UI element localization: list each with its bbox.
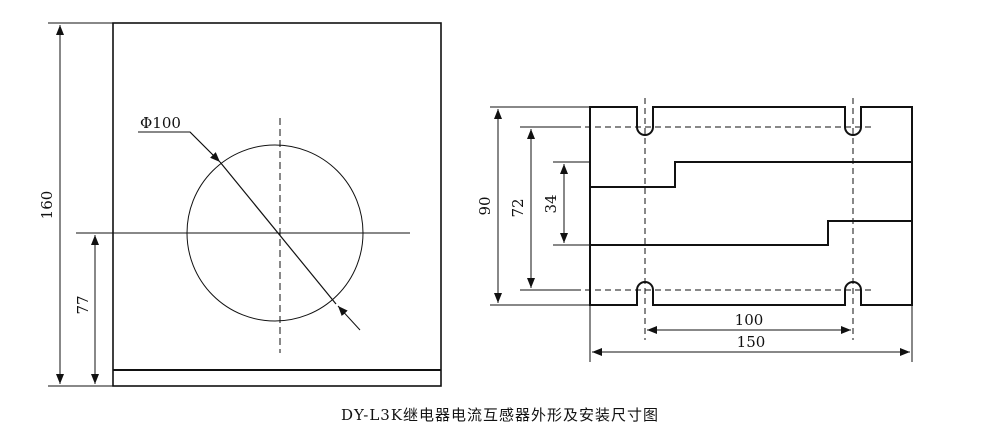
diameter-leader-arrow-top <box>189 131 221 163</box>
diameter-leader-arrow-bottom <box>337 305 361 331</box>
side-slot-spacing-label: 72 <box>509 198 527 217</box>
side-outline <box>589 106 913 306</box>
lower-step-line <box>590 220 912 246</box>
front-center-height-label: 77 <box>74 295 92 314</box>
front-height-label: 160 <box>38 191 56 220</box>
mounting-hole-circle <box>186 144 364 322</box>
upper-step-line <box>590 161 912 188</box>
side-view <box>490 98 913 362</box>
diameter-leader <box>138 131 219 161</box>
side-overall-width-label: 150 <box>737 333 766 351</box>
front-view <box>48 22 442 387</box>
figure-caption: DY-L3K继电器电流互感器外形及安装尺寸图 <box>340 406 660 424</box>
side-step-height-label: 34 <box>542 194 560 213</box>
front-outline <box>112 22 442 387</box>
front-diameter-label: Φ100 <box>140 114 181 132</box>
side-slot-center-label: 100 <box>735 311 764 329</box>
diameter-line <box>219 161 337 305</box>
side-overall-height-label: 90 <box>476 196 494 215</box>
